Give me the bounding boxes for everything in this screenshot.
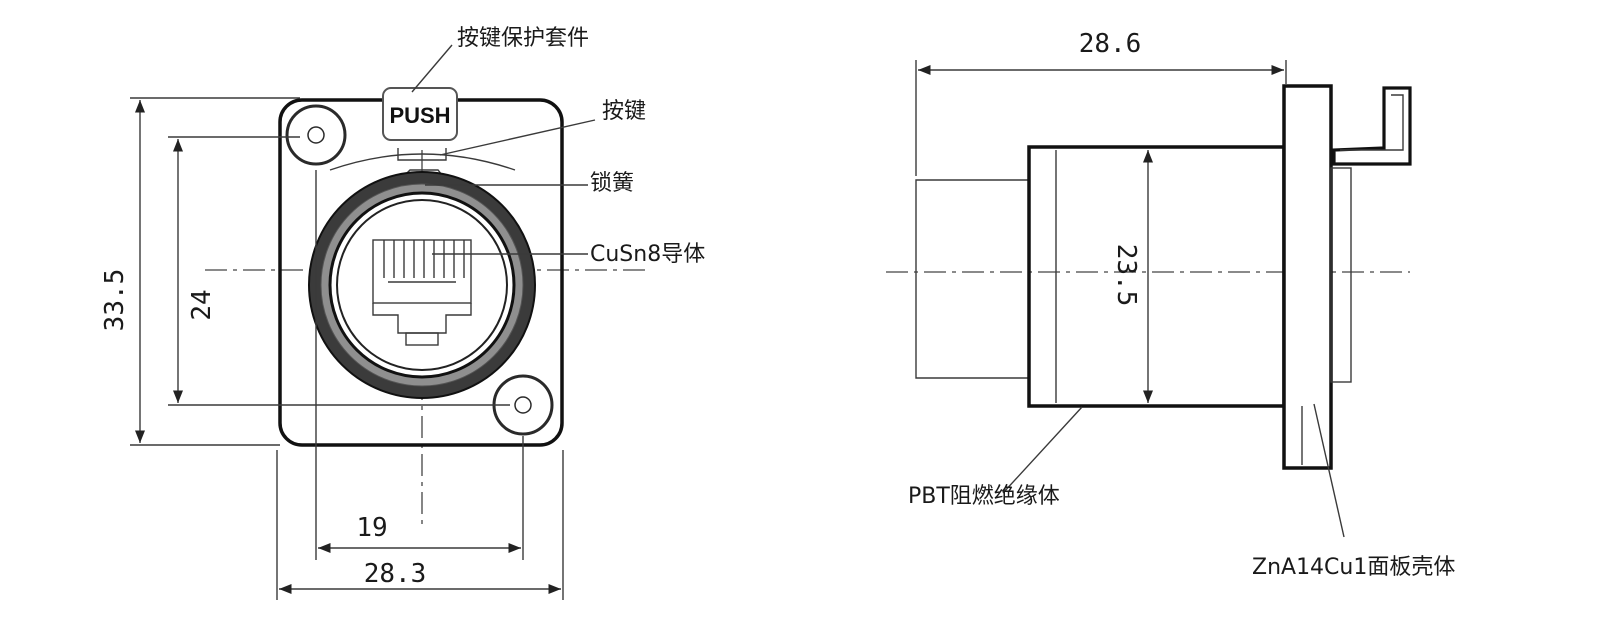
rear-plate	[1330, 167, 1352, 383]
callout-panel-housing: ZnA14Cu1面板壳体	[1252, 555, 1455, 580]
insulator-body	[1027, 145, 1286, 408]
dim-overall-length: 28.6	[1079, 29, 1142, 59]
dim-body-diameter: 23.5	[1111, 244, 1141, 307]
callout-button-cover: 按键保护套件	[457, 26, 589, 51]
panel-flange	[1282, 84, 1333, 470]
leader-button	[439, 119, 596, 156]
rj45-jack	[372, 239, 472, 346]
front-view: PUSH 按键保护套件 按键 锁簧 CuSn8导体 33.5 24 19 28.…	[100, 26, 705, 600]
side-view: 28.6 23.5 PBT阻燃绝缘体 ZnA14Cu1面板壳体	[886, 29, 1455, 580]
mounting-hole-top-left	[285, 104, 347, 166]
contact-pins	[383, 240, 465, 278]
dim-overall-height: 33.5	[100, 269, 130, 332]
dim-inner-height: 24	[187, 289, 217, 320]
insulator-nose	[915, 179, 1029, 379]
rear-clip-inner	[1340, 94, 1404, 151]
dim-hole-spacing: 19	[356, 513, 387, 543]
callout-conductor: CuSn8导体	[590, 242, 705, 267]
leader-button-cover	[411, 44, 453, 93]
callout-insulator: PBT阻燃绝缘体	[908, 484, 1060, 509]
leader-insulator	[1002, 406, 1083, 494]
leader-panel-housing	[1313, 403, 1345, 538]
push-button-cover	[382, 87, 458, 141]
latch-plate-arc	[329, 153, 516, 171]
dim-overall-width: 28.3	[364, 559, 427, 589]
callout-button: 按键	[602, 99, 646, 124]
callout-latch-spring: 锁簧	[590, 171, 634, 196]
push-label: PUSH	[389, 103, 450, 128]
rear-clip	[1332, 86, 1412, 166]
